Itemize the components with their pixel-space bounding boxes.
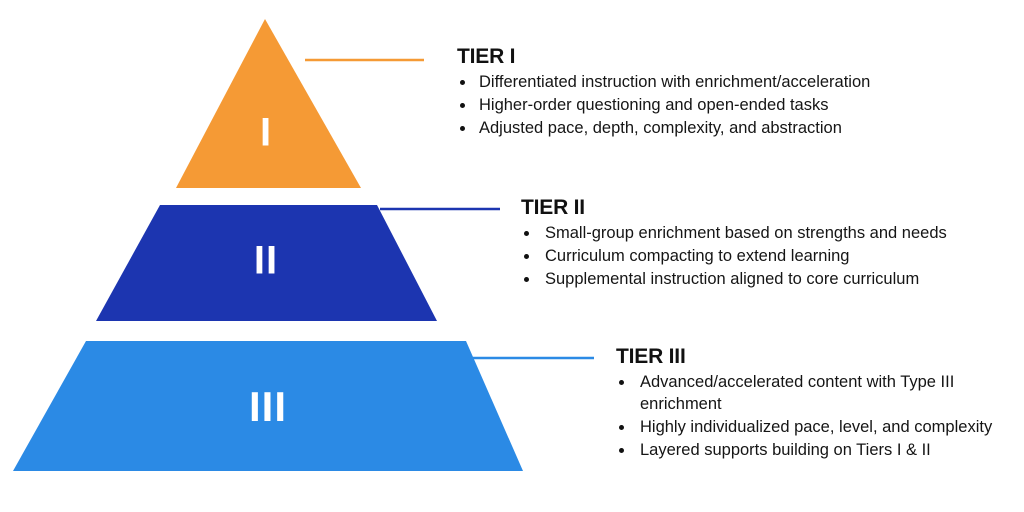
tier-3-bullet-1-text: Advanced/accelerated content with Type I… [640,373,955,414]
tier-2-trapezoid[interactable] [96,205,437,321]
tier-1-bullet-3: Adjusted pace, depth, complexity, and ab… [457,118,1017,140]
tier-2-bullet-3: Supplemental instruction aligned to core… [521,269,1019,291]
bullet-point-icon [619,380,624,386]
bullet-point-icon [460,103,465,109]
bullet-point-icon [524,231,529,237]
tier-3-bullet-2: Highly individualized pace, level, and c… [616,417,1021,439]
tier-1-heading: TIER I [457,45,516,68]
tier-2-bullet-1: Small-group enrichment based on strength… [521,223,1019,245]
tier-3-text-block: TIER III Advanced/accelerated content wi… [616,345,1021,463]
tier-2-bullet-3-text: Supplemental instruction aligned to core… [545,270,920,289]
tier-2-bullet-2: Curriculum compacting to extend learning [521,246,1019,268]
tier-1-bullet-1: Differentiated instruction with enrichme… [457,72,1017,94]
bullet-point-icon [460,126,465,132]
tier-1-numeral: I [260,111,272,155]
bullet-point-icon [524,277,529,283]
tier-2-heading: TIER II [521,196,585,219]
tier-1-bullet-1-text: Differentiated instruction with enrichme… [479,73,871,92]
tier-3-bullet-list: Advanced/accelerated content with Type I… [616,372,1021,462]
tier-2-bullet-2-text: Curriculum compacting to extend learning [545,247,850,266]
tier-1-bullet-2-text: Higher-order questioning and open-ended … [479,96,829,115]
tier-3-trapezoid[interactable] [13,341,523,471]
bullet-point-icon [619,425,624,431]
tier-3-heading: TIER III [616,345,686,368]
tier-3-bullet-1: Advanced/accelerated content with Type I… [616,372,1021,416]
tier-1-bullet-2: Higher-order questioning and open-ended … [457,95,1017,117]
tier-2-bullet-1-text: Small-group enrichment based on strength… [545,224,947,243]
tier-1-bullet-3-text: Adjusted pace, depth, complexity, and ab… [479,119,842,138]
tier-3-numeral: III [249,383,287,430]
bullet-point-icon [524,254,529,260]
bullet-point-icon [619,447,624,453]
tier-3-bullet-3: Layered supports building on Tiers I & I… [616,440,1021,462]
tier-1-triangle[interactable] [176,19,361,188]
tier-2-bullet-list: Small-group enrichment based on strength… [521,223,1019,291]
tier-2-text-block: TIER II Small-group enrichment based on … [521,196,1019,292]
tier-2-numeral: II [254,239,278,283]
bullet-point-icon [460,80,465,86]
tier-1-bullet-list: Differentiated instruction with enrichme… [457,72,1017,140]
tier-3-bullet-3-text: Layered supports building on Tiers I & I… [640,440,931,459]
tier-1-text-block: TIER I Differentiated instruction with e… [457,45,1017,141]
tier-3-bullet-2-text: Highly individualized pace, level, and c… [640,418,993,437]
